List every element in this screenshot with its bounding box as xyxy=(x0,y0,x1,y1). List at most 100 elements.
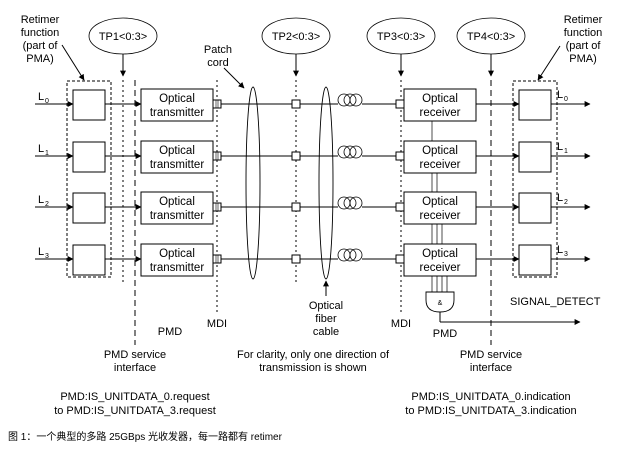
svg-text:&: & xyxy=(438,300,443,307)
svg-text:transmitter: transmitter xyxy=(150,107,204,119)
svg-text:receiver: receiver xyxy=(420,107,461,119)
svg-text:Optical: Optical xyxy=(422,196,458,208)
retimer-box xyxy=(72,141,106,173)
fiber-cable-bundle xyxy=(318,86,334,280)
svg-text:Patch: Patch xyxy=(204,44,232,56)
connector xyxy=(395,254,405,264)
svg-text:L: L xyxy=(557,192,563,204)
svg-text:PMD:IS_UNITDATA_0.indication: PMD:IS_UNITDATA_0.indication xyxy=(411,391,570,403)
svg-text:2: 2 xyxy=(564,199,568,206)
clarity-note: For clarity, only one direction of trans… xyxy=(237,349,390,374)
svg-text:cord: cord xyxy=(207,57,228,69)
svg-text:Optical: Optical xyxy=(159,248,195,260)
retimer-left-group xyxy=(66,80,112,278)
tp4-label: TP4<0:3> xyxy=(456,17,526,55)
svg-text:receiver: receiver xyxy=(420,159,461,171)
lane-2: L 2 Optical transmitter Optical receiver… xyxy=(35,191,591,225)
pmd-label-left: PMD xyxy=(158,326,183,338)
signal-detect-logic: & xyxy=(425,121,581,325)
retimer-left-pointer xyxy=(61,44,85,81)
svg-text:transmitter: transmitter xyxy=(150,210,204,222)
connector xyxy=(291,99,301,109)
svg-text:Retimer: Retimer xyxy=(21,14,60,26)
retimer-box xyxy=(518,192,552,224)
svg-text:interface: interface xyxy=(470,362,512,374)
connector xyxy=(395,99,405,109)
retimer-box xyxy=(518,244,552,276)
svg-text:PMD service: PMD service xyxy=(460,349,522,361)
svg-text:1: 1 xyxy=(45,150,49,157)
tp1-label: TP1<0:3> xyxy=(88,17,158,55)
svg-text:Optical: Optical xyxy=(159,196,195,208)
optical-transmitter xyxy=(140,243,214,277)
svg-text:L: L xyxy=(557,244,563,256)
optical-transmitter xyxy=(140,140,214,174)
svg-text:interface: interface xyxy=(114,362,156,374)
patch-cord-label: Patch cord xyxy=(204,44,232,69)
optical-receiver xyxy=(403,243,477,277)
connector xyxy=(291,151,301,161)
svg-text:Optical: Optical xyxy=(309,300,343,312)
connector xyxy=(212,202,222,212)
tp3-label: TP3<0:3> xyxy=(366,17,436,55)
lane-label: L xyxy=(38,194,44,206)
svg-text:For clarity, only one directio: For clarity, only one direction of xyxy=(237,349,390,361)
lane-0: L 0 Optical transmitter Optical receiver… xyxy=(35,88,591,122)
svg-text:transmission is shown: transmission is shown xyxy=(259,362,367,374)
svg-text:PMA): PMA) xyxy=(569,53,597,65)
lane-1: L 1 Optical transmitter Optical receiver… xyxy=(35,140,591,174)
retimer-box xyxy=(518,141,552,173)
retimer-right-group xyxy=(512,80,558,278)
retimer-box xyxy=(72,89,106,121)
retimer-box xyxy=(72,244,106,276)
optical-receiver xyxy=(403,88,477,122)
indication-primitives: PMD:IS_UNITDATA_0.indication to PMD:IS_U… xyxy=(405,391,576,417)
svg-text:Optical: Optical xyxy=(159,93,195,105)
patch-cord-bundle xyxy=(245,86,261,280)
svg-text:TP3<0:3>: TP3<0:3> xyxy=(377,31,425,43)
connector xyxy=(291,202,301,212)
signal-detect-label: SIGNAL_DETECT xyxy=(510,296,601,308)
retimer-right-label: Retimer function (part of PMA) xyxy=(564,14,603,65)
svg-text:3: 3 xyxy=(564,251,568,258)
optical-receiver xyxy=(403,191,477,225)
connector xyxy=(212,99,222,109)
svg-text:2: 2 xyxy=(45,201,49,208)
svg-text:1: 1 xyxy=(564,148,568,155)
request-primitives: PMD:IS_UNITDATA_0.request to PMD:IS_UNIT… xyxy=(54,391,216,417)
svg-text:3: 3 xyxy=(45,253,49,260)
pmd-label-right: PMD xyxy=(433,328,458,340)
svg-text:TP2<0:3>: TP2<0:3> xyxy=(272,31,320,43)
figure-caption: 图 1：一个典型的多路 25GBps 光收发器，每一路都有 retimer xyxy=(8,430,283,443)
pmd-service-interface-right: PMD service interface xyxy=(460,349,522,374)
patch-cord-pointer xyxy=(223,67,245,89)
tp2-label: TP2<0:3> xyxy=(261,17,331,55)
svg-text:function: function xyxy=(21,27,60,39)
lane-label: L xyxy=(38,91,44,103)
svg-text:receiver: receiver xyxy=(420,210,461,222)
connector xyxy=(395,202,405,212)
svg-text:Optical: Optical xyxy=(422,145,458,157)
connector xyxy=(212,254,222,264)
svg-text:Retimer: Retimer xyxy=(564,14,603,26)
svg-text:TP4<0:3>: TP4<0:3> xyxy=(467,31,515,43)
svg-text:(part of: (part of xyxy=(566,40,602,52)
optical-receiver xyxy=(403,140,477,174)
svg-text:0: 0 xyxy=(564,96,568,103)
svg-text:to PMD:IS_UNITDATA_3.indicatio: to PMD:IS_UNITDATA_3.indication xyxy=(405,405,576,417)
svg-text:PMD service: PMD service xyxy=(104,349,166,361)
connector xyxy=(291,254,301,264)
svg-text:Optical: Optical xyxy=(422,93,458,105)
svg-text:(part of: (part of xyxy=(23,40,59,52)
optical-transmitter xyxy=(140,88,214,122)
connector xyxy=(212,151,222,161)
svg-text:fiber: fiber xyxy=(315,313,337,325)
retimer-left-label: Retimer function (part of PMA) xyxy=(21,14,60,65)
lane-3: L 3 Optical transmitter Optical receiver… xyxy=(35,243,591,277)
connector xyxy=(395,151,405,161)
svg-text:receiver: receiver xyxy=(420,262,461,274)
svg-text:function: function xyxy=(564,27,603,39)
retimer-box xyxy=(518,89,552,121)
mdi-label-left: MDI xyxy=(207,318,227,330)
